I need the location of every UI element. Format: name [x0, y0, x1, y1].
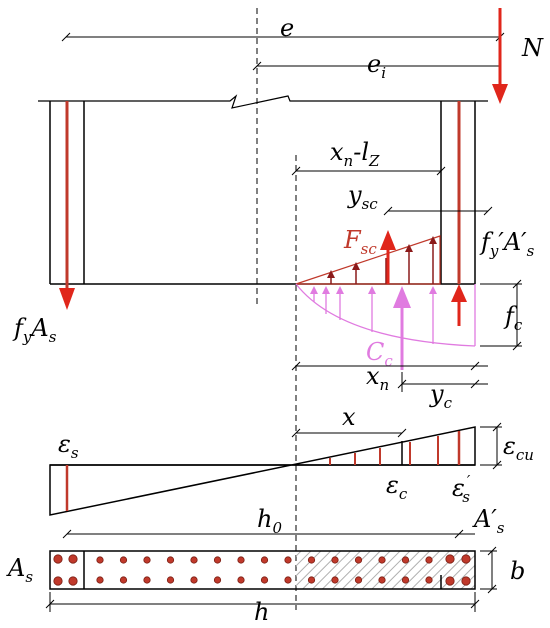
- rebar-dot: [190, 556, 198, 564]
- rebar-dot: [96, 576, 104, 584]
- rebar-dot: [68, 554, 78, 564]
- label-xn: xn: [366, 362, 389, 394]
- label-x: x: [342, 403, 356, 431]
- rebar-dot: [331, 576, 339, 584]
- rebar-dot: [445, 554, 455, 564]
- label-Fsc: Fsc: [343, 226, 377, 258]
- rebar-dot: [237, 576, 245, 584]
- strain-diagram: [49, 426, 476, 516]
- rebar-dot: [143, 556, 151, 564]
- label-xn-lz: xn-lZ: [330, 138, 380, 170]
- rebar-dot: [237, 556, 245, 564]
- concrete-stress-arrows: [310, 286, 437, 344]
- label-As-prime: A′s: [472, 505, 505, 537]
- column-break-line: [38, 94, 488, 109]
- rebar-dot: [401, 556, 410, 564]
- rebar-dot: [53, 576, 63, 586]
- steel-stress-triangle: [295, 235, 441, 285]
- label-As: As: [6, 554, 33, 586]
- label-e: e: [280, 14, 294, 42]
- label-fy-As: fyAs: [12, 314, 57, 346]
- rebar-dot: [461, 554, 471, 564]
- label-eps-c: εc: [386, 471, 408, 503]
- label-b: b: [510, 557, 525, 585]
- label-fc: fc: [503, 302, 523, 334]
- rebar-dot: [425, 576, 433, 584]
- rebar-dot: [213, 576, 222, 584]
- rebar-dot: [307, 556, 316, 564]
- label-h0: h0: [257, 505, 282, 537]
- rebar-dot: [260, 556, 269, 564]
- strain-hatch-lines: [329, 436, 439, 465]
- label-N: N: [521, 34, 544, 62]
- rebar-dot: [119, 556, 128, 564]
- rebar-dot: [260, 576, 269, 584]
- rebar-dot: [425, 556, 433, 564]
- concrete-stress-block: [295, 283, 476, 347]
- rebar-dot: [284, 576, 292, 584]
- rebar-dot: [378, 556, 386, 564]
- rebar-dot: [378, 576, 386, 584]
- rebar-dot: [354, 576, 363, 584]
- rebar-dots: [53, 554, 471, 586]
- rebar-dot: [53, 554, 63, 564]
- rebar-dot: [190, 576, 198, 584]
- label-ysc: ysc: [347, 181, 378, 213]
- rebar-dot: [354, 556, 363, 564]
- rebar-dot: [68, 576, 78, 586]
- cross-section: [49, 550, 476, 590]
- label-eps-s-prime: ε′s: [452, 472, 471, 506]
- label-yc: yc: [429, 380, 453, 412]
- label-eps-s: εs: [58, 430, 79, 462]
- rebar-dot: [213, 556, 222, 564]
- rebar-dot: [143, 576, 151, 584]
- label-eps-cu: εcu: [503, 432, 534, 464]
- rebar-dot: [284, 556, 292, 564]
- label-fy-prime-As-prime: fy′A′s: [479, 228, 535, 260]
- rebar-dot: [166, 576, 175, 584]
- rebar-dot: [331, 556, 339, 564]
- rebar-dot: [401, 576, 410, 584]
- compression-zone-hatch: [296, 551, 475, 589]
- rebar-dot: [96, 556, 104, 564]
- steel-stress-arrows: [327, 236, 437, 284]
- rebar-dot: [166, 556, 175, 564]
- rebar-dot: [461, 576, 471, 586]
- rebar-dot: [119, 576, 128, 584]
- rebar-dot: [445, 576, 455, 586]
- label-h: h: [254, 598, 269, 626]
- rebar-dot: [307, 576, 316, 584]
- label-ei: ei: [367, 50, 386, 82]
- label-Cc: Cc: [366, 338, 393, 370]
